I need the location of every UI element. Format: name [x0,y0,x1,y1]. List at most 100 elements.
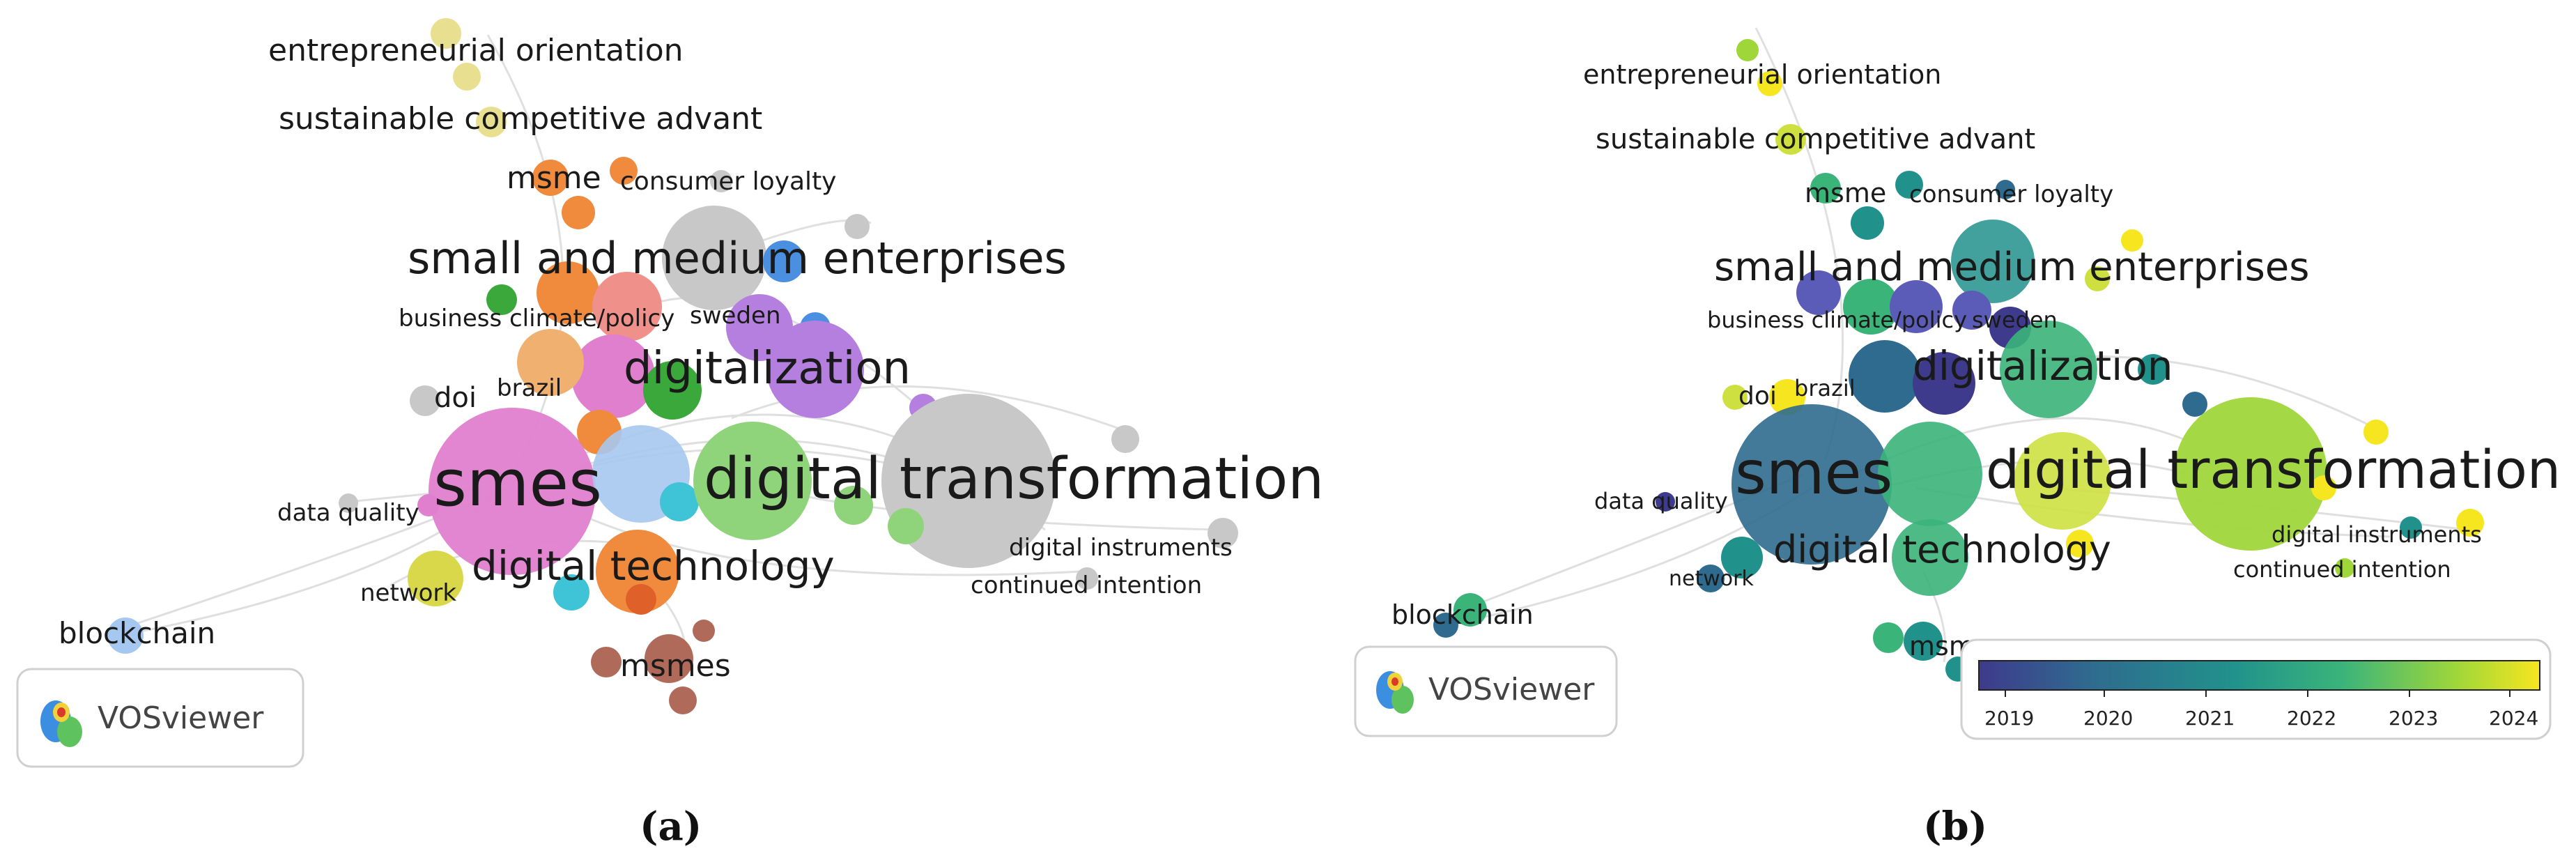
node-b-green-r3 [2335,558,2354,578]
panel-a-labels: entrepreneurial orientation sustainable … [59,33,1324,684]
node-green-4 [888,508,924,544]
node-msme [532,160,569,196]
label-b-small-medium: small and medium enterprises [1714,245,2309,290]
node-b-blockchain [1453,593,1487,627]
label-smes: smes [433,446,602,521]
vosviewer-logo-icon-b [1376,671,1414,714]
node-smes [429,408,596,575]
node-digitalization [766,321,864,418]
node-b-yellow-r3 [2311,475,2336,500]
label-digital-instruments: digital instruments [1009,534,1233,562]
panel-b-caption: (b) [1923,804,1987,850]
node-digital-transformation [881,394,1056,568]
node-b-business-climate [1796,270,1841,315]
node-business-climate [537,261,599,324]
label-b-consumer-loyalty: consumer loyalty [1909,181,2113,208]
node-green-a [486,284,517,315]
label-b-msme: msme [1805,178,1886,208]
node-cyan-2 [553,574,589,611]
label-b-digital-transformation: digital transformation [1986,438,2561,500]
label-b-sweden: sweden [1972,307,2058,333]
node-b-yellow-1 [2121,229,2143,252]
label-b-doi: doi [1738,382,1777,411]
label-sweden: sweden [690,302,781,330]
label-brazil: brazil [497,374,562,402]
node-b-network-2 [1697,565,1725,592]
label-blockchain: blockchain [59,616,215,650]
node-grey-r1 [1111,425,1139,453]
label-digitalization: digitalization [624,343,911,394]
label-digital-transformation: digital transformation [704,446,1324,512]
node-b-entrepreneurial-2 [1757,71,1782,96]
label-b-smes: smes [1735,438,1892,508]
panel-b-overlay-map: entrepreneurial orientation sustainable … [1354,27,2561,850]
node-msme-2 [562,196,595,229]
node-b-teal-mid-2 [1913,352,1975,415]
legend-tick-2024: 2024 [2489,707,2538,730]
node-b-green-center [1878,422,1982,526]
label-b-data-quality: data quality [1594,488,1728,514]
label-business-climate: business climate/policy [399,305,674,332]
panel-a-caption: (a) [640,804,702,850]
vosviewer-logo-text-b: VOSviewer [1428,672,1595,707]
node-b-yellow-dt [2066,530,2094,558]
label-consumer-loyalty: consumer loyalty [620,167,836,196]
node-doi [410,385,440,416]
node-b-digitalization [2000,321,2097,418]
node-orange-dt2 [626,584,656,615]
node-b-blue-r [2182,392,2207,417]
node-b-doi [1722,385,1748,410]
node-cyan-1 [660,482,699,521]
legend-tick-2022: 2022 [2287,707,2336,730]
label-b-network: network [1669,567,1754,591]
node-consumer-loyalty [710,170,732,192]
label-continued-intention: continued intention [971,571,1202,599]
node-pink-small [417,494,440,516]
node-entrepreneurial-orientation [431,18,461,49]
node-green-3 [834,486,873,525]
label-digital-technology: digital technology [472,542,835,590]
panel-b-vosviewer-logo: VOSviewer [1354,645,1618,737]
label-b-continued-intention: continued intention [2233,556,2451,583]
node-grey-r2 [1208,518,1238,548]
node-grey-top [844,214,870,239]
node-b-msme [1810,173,1841,204]
label-b-business-climate: business climate/policy [1707,307,1967,333]
node-b-green-mid [2014,432,2111,530]
label-msmes: msmes [620,648,731,684]
label-b-digital-instruments: digital instruments [2272,521,2482,548]
node-green-big [693,422,812,540]
node-b-purple-a [1890,280,1943,333]
node-b-msmes-2 [1873,622,1904,653]
panel-a-nodes [107,18,1238,714]
label-doi: doi [434,382,477,414]
panel-a-cluster-map: entrepreneurial orientation sustainable … [16,18,1324,850]
node-b-consumer-loyalty [1996,180,2015,199]
node-pink-big [571,335,655,418]
node-salmon [592,272,662,342]
label-b-digital-technology: digital technology [1773,528,2111,571]
legend-tick-2020: 2020 [2083,707,2133,730]
node-blue-1 [763,240,805,282]
node-b-digital-technology [1892,519,1968,596]
label-b-blockchain: blockchain [1391,599,1534,630]
label-b-brazil: brazil [1794,375,1856,401]
node-b-msmes [1904,622,1943,661]
label-b-digitalization: digitalization [1913,342,2173,390]
node-network [408,551,463,606]
vosviewer-logo-text: VOSviewer [98,700,264,736]
node-b-green-a [1843,279,1899,335]
label-small-medium: small and medium enterprises [408,233,1067,284]
node-b-sustainable [1775,124,1806,155]
node-b-teal-r2 [2400,516,2422,539]
vosviewer-logo-icon [40,700,82,747]
node-blockchain [107,617,144,654]
label-entrepreneurial-orientation: entrepreneurial orientation [268,33,684,68]
node-b-msme-2 [1851,206,1884,240]
node-b-yellow-r2 [2456,509,2484,537]
panel-a-vosviewer-logo: VOSviewer [16,668,304,768]
label-network: network [360,579,456,607]
node-small-medium [662,206,766,310]
panel-b-nodes [1433,39,2484,682]
node-data-quality [339,493,358,513]
